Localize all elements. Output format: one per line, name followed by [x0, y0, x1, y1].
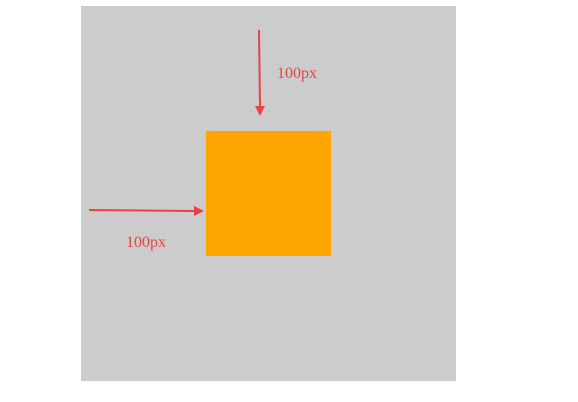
arrow-right-icon: [88, 206, 204, 216]
left-offset-label: 100px: [126, 234, 166, 251]
arrow-down-icon: [255, 29, 265, 116]
top-offset-label: 100px: [277, 65, 317, 82]
child-box: [206, 131, 331, 256]
